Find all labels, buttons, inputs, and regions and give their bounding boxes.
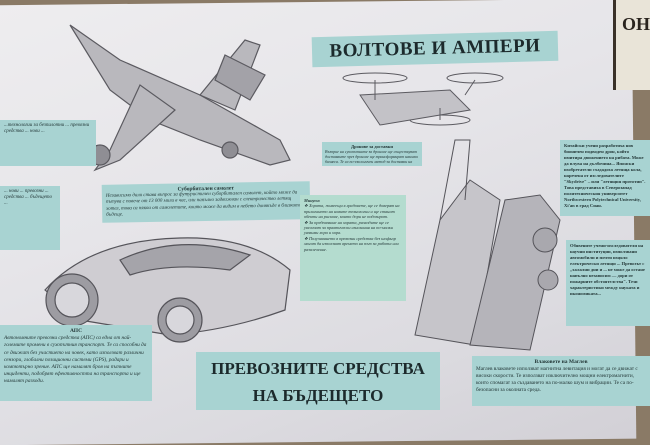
cons-list-box: Минуси: ❖ Хората, живеещи в градовете, щ… — [300, 195, 406, 301]
left-top-info-box: ...технологии за безпилотни ... превозни… — [0, 120, 96, 166]
maglev-box: Влаковете на Маглев Маглев влаковете изп… — [472, 356, 650, 406]
cons-item: ❖ Получаването в превозни средства без ш… — [304, 235, 399, 252]
left-top-text: ...технологии за безпилотни ... превозни… — [4, 123, 90, 135]
drone-sketch — [342, 72, 504, 126]
aps-text: Автономните превозни средства (АПС) са е… — [4, 335, 147, 385]
maglev-text: Маглев влаковете използват магнитна леви… — [476, 366, 638, 393]
right-top-info-box: Китайски учени разработиха нов бионичен … — [560, 140, 650, 216]
maglev-train-sketch — [414, 139, 561, 351]
supersonic-box: Суборбитален самолет Независимо дали ста… — [101, 181, 311, 223]
bottom-title-line2: НА БЪДЕЩЕТО — [252, 386, 384, 405]
left-mid-info-box: ... нови ... превозни ... средства ... б… — [0, 186, 60, 250]
right-mid-text: Обявените учени-изследователи на научни … — [570, 243, 645, 296]
car-sketch — [44, 237, 291, 343]
cons-item-text: Получаването в превозни средства без шоф… — [304, 235, 399, 252]
cons-item-text: Хората, живеещи в градовете, ще се довер… — [304, 203, 400, 220]
maglev-heading: Влаковете на Маглев — [534, 359, 588, 365]
background-frame: ОН — [613, 0, 650, 90]
cons-item-text: За предпазване на хората, разходите ще с… — [304, 219, 393, 236]
bottom-title-line1: ПРЕВОЗНИТЕ СРЕДСТВА — [211, 359, 425, 378]
cons-item: ❖ За предпазване на хората, разходите ще… — [304, 219, 393, 236]
cons-heading: Минуси: — [304, 198, 321, 203]
drones-text: Възприе на сухопътните за дронове ще същ… — [325, 149, 419, 166]
right-top-text: Китайски учени разработиха нов бионичен … — [564, 143, 646, 208]
bottom-title: ПРЕВОЗНИТЕ СРЕДСТВА НА БЪДЕЩЕТО — [196, 352, 440, 410]
drones-box: Дронове за доставки Възприе на сухопътни… — [322, 142, 422, 166]
drones-heading: Дронове за доставки — [351, 144, 393, 149]
frame-text: ОН — [622, 14, 650, 34]
aircraft-sketch — [69, 24, 291, 172]
left-mid-text: ... нови ... превозни ... средства ... б… — [4, 189, 53, 207]
aps-heading: АПС — [69, 328, 83, 334]
sketches — [44, 24, 561, 351]
supersonic-text: Независимо дали става въпрос за футурист… — [105, 190, 302, 218]
aps-box: АПС Автономните превозни средства (АПС) … — [0, 325, 152, 401]
right-mid-info-box: Обявените учени-изследователи на научни … — [566, 240, 650, 326]
cons-item: ❖ Хората, живеещи в градовете, ще се дов… — [304, 203, 400, 220]
